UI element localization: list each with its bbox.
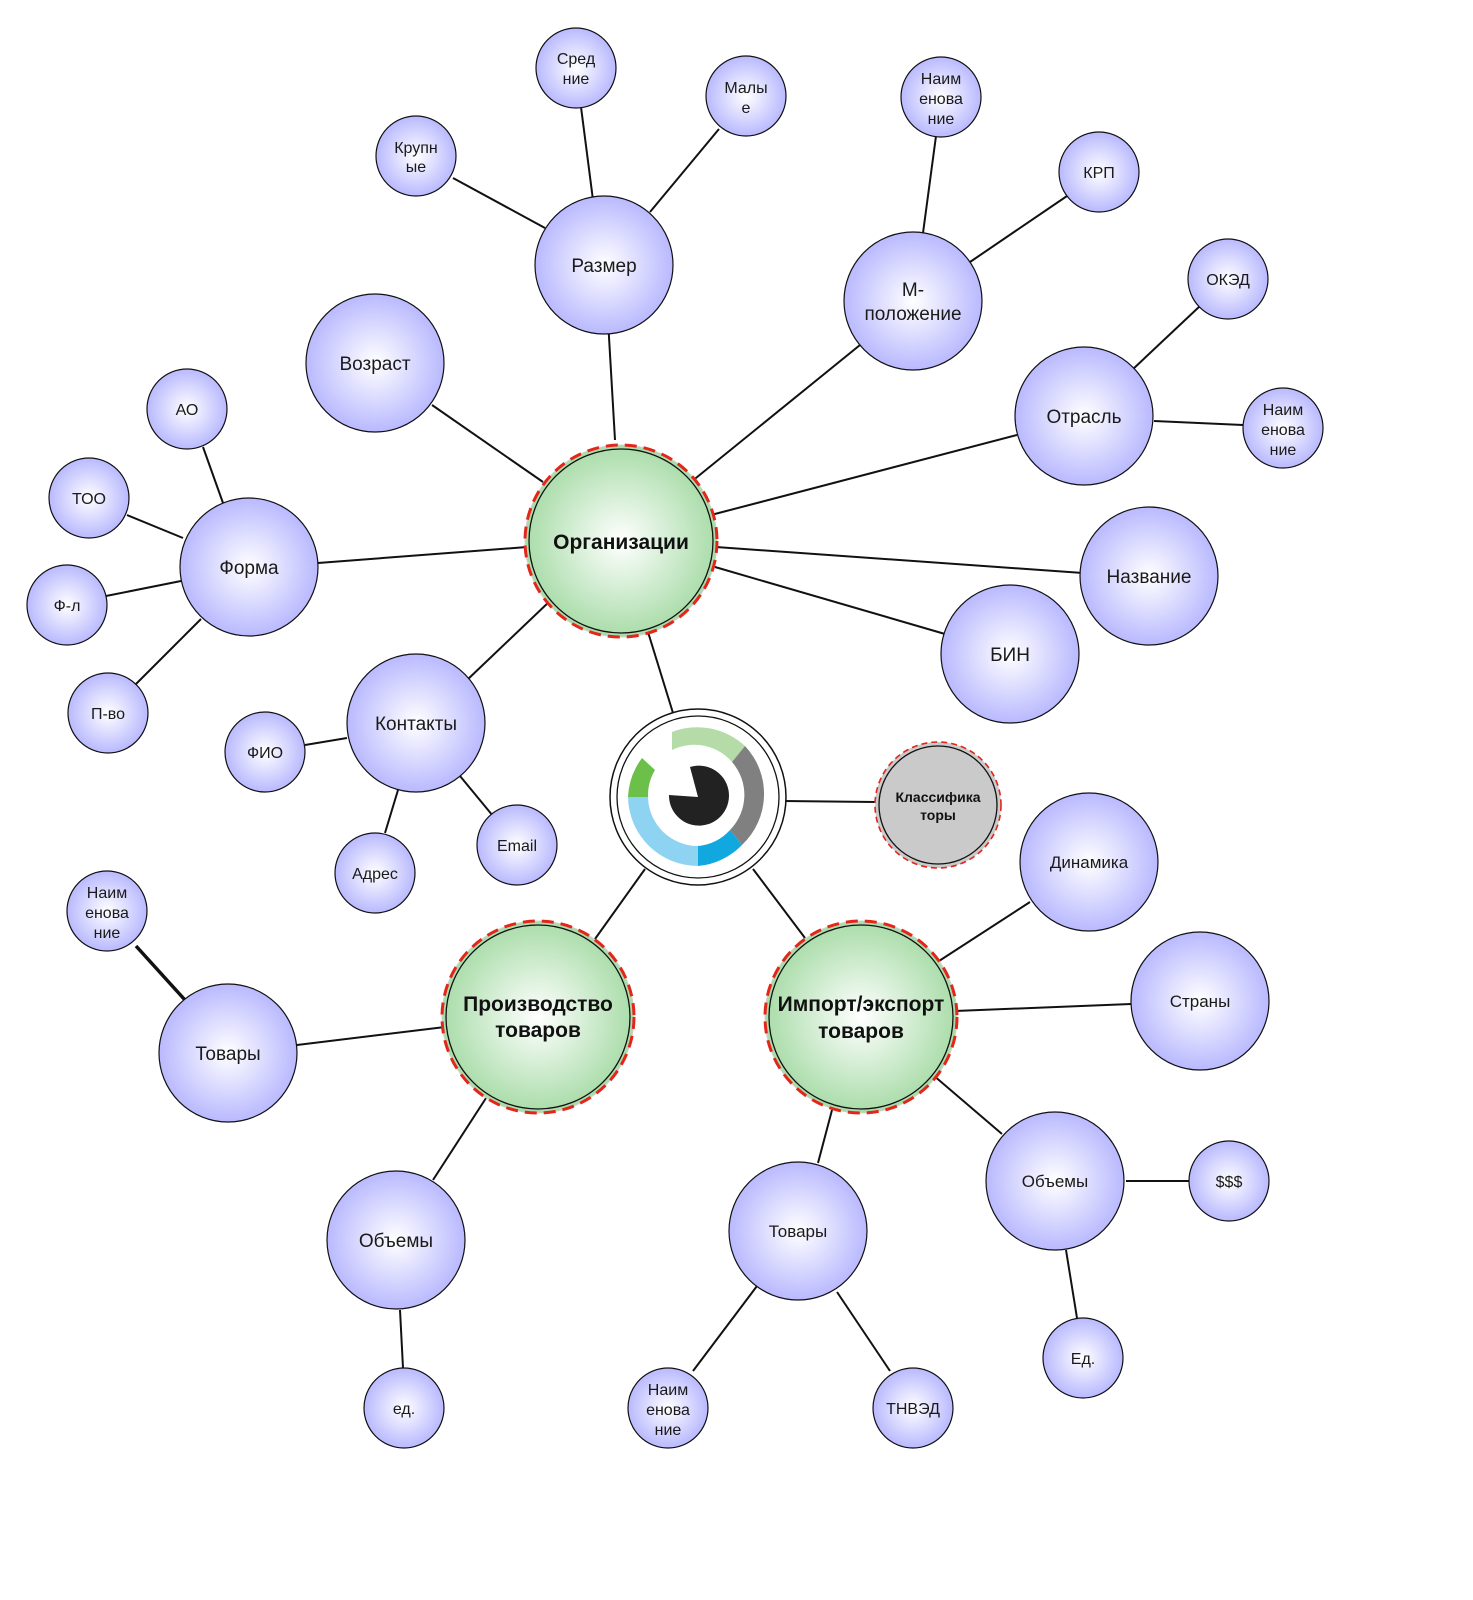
svg-text:Email: Email — [497, 838, 537, 855]
svg-text:Организации: Организации — [553, 531, 689, 554]
node-location[interactable]: М- положение — [843, 231, 983, 371]
node-trade-tnved[interactable]: ТНВЭД — [872, 1367, 954, 1449]
svg-text:ние: ние — [563, 71, 590, 88]
node-trade-dynamics[interactable]: Динамика — [1019, 792, 1159, 932]
svg-text:ние: ние — [1270, 442, 1297, 459]
node-contacts-fio[interactable]: ФИО — [224, 711, 306, 793]
hub-classifiers[interactable]: Классифика торы — [874, 741, 1002, 869]
svg-text:Классифика: Классифика — [895, 789, 980, 805]
svg-text:ые: ые — [406, 159, 427, 176]
svg-text:АО: АО — [176, 402, 199, 419]
node-trade-money[interactable]: $$$ — [1188, 1140, 1270, 1222]
svg-text:КРП: КРП — [1083, 165, 1115, 182]
svg-text:Крупн: Крупн — [394, 140, 438, 157]
svg-text:$$$: $$$ — [1216, 1174, 1243, 1191]
center-logo[interactable] — [609, 708, 787, 886]
hub-import-export[interactable]: Импорт/экспорт товаров — [763, 919, 959, 1115]
svg-text:енова: енова — [1261, 422, 1305, 439]
svg-text:ние: ние — [928, 111, 955, 128]
svg-text:ТНВЭД: ТНВЭД — [886, 1401, 940, 1418]
svg-text:Размер: Размер — [571, 256, 636, 277]
svg-text:ФИО: ФИО — [247, 745, 283, 762]
node-size[interactable]: Размер — [534, 195, 674, 335]
svg-text:Динамика: Динамика — [1050, 853, 1129, 872]
svg-text:енова: енова — [646, 1402, 690, 1419]
svg-text:ОКЭД: ОКЭД — [1206, 272, 1250, 289]
svg-text:товаров: товаров — [495, 1019, 581, 1042]
node-trade-units[interactable]: Ед. — [1042, 1317, 1124, 1399]
svg-text:Контакты: Контакты — [375, 714, 457, 735]
svg-text:Производство: Производство — [463, 993, 613, 1016]
svg-text:ние: ние — [655, 1422, 682, 1439]
svg-text:Ед.: Ед. — [1071, 1351, 1095, 1368]
node-age[interactable]: Возраст — [305, 293, 445, 433]
svg-text:Наим: Наим — [87, 885, 127, 902]
node-trade-countries[interactable]: Страны — [1130, 931, 1270, 1071]
svg-text:Малы: Малы — [724, 80, 767, 97]
svg-text:е: е — [742, 100, 751, 117]
hub-organizations[interactable]: Организации — [523, 443, 719, 639]
node-contacts-email[interactable]: Email — [476, 804, 558, 886]
svg-text:Ф-л: Ф-л — [54, 598, 81, 615]
svg-text:Товары: Товары — [195, 1044, 260, 1065]
svg-text:Товары: Товары — [769, 1222, 827, 1241]
node-production-volumes[interactable]: Объемы — [326, 1170, 466, 1310]
svg-text:БИН: БИН — [990, 645, 1030, 666]
svg-text:М-: М- — [902, 280, 924, 301]
svg-text:положение: положение — [864, 304, 961, 325]
svg-text:енова: енова — [919, 91, 963, 108]
svg-text:ние: ние — [94, 925, 121, 942]
svg-text:Название: Название — [1107, 567, 1192, 588]
svg-text:П-во: П-во — [91, 706, 125, 723]
node-contacts[interactable]: Контакты — [346, 653, 486, 793]
node-size-medium[interactable]: Сред ние — [535, 27, 617, 109]
hub-production[interactable]: Производство товаров — [440, 919, 636, 1115]
node-size-large[interactable]: Крупн ые — [375, 115, 457, 197]
node-production-goods[interactable]: Товары — [158, 983, 298, 1123]
svg-text:Возраст: Возраст — [339, 354, 410, 375]
node-form-ao[interactable]: АО — [146, 368, 228, 450]
svg-text:Наим: Наим — [648, 1382, 688, 1399]
node-form-too[interactable]: ТОО — [48, 457, 130, 539]
node-production-units[interactable]: ед. — [363, 1367, 445, 1449]
node-form-fl[interactable]: Ф-л — [26, 564, 108, 646]
logo-ring-icon — [628, 727, 765, 866]
node-industry-oked[interactable]: ОКЭД — [1187, 238, 1269, 320]
connectors — [105, 106, 1244, 1372]
node-contacts-address[interactable]: Адрес — [334, 832, 416, 914]
node-form[interactable]: Форма — [179, 497, 319, 637]
svg-text:Объемы: Объемы — [1022, 1172, 1088, 1191]
node-industry-name[interactable]: Наим енова ние — [1242, 387, 1324, 469]
svg-text:Отрасль: Отрасль — [1046, 407, 1121, 428]
svg-text:енова: енова — [85, 905, 129, 922]
node-form-pvo[interactable]: П-во — [67, 672, 149, 754]
node-trade-volumes[interactable]: Объемы — [985, 1111, 1125, 1251]
svg-text:Наим: Наим — [1263, 402, 1303, 419]
svg-text:Импорт/экспорт: Импорт/экспорт — [778, 993, 945, 1016]
svg-text:Сред: Сред — [557, 51, 596, 68]
svg-text:Адрес: Адрес — [352, 866, 398, 883]
node-trade-goods-name[interactable]: Наим енова ние — [627, 1367, 709, 1449]
node-size-small[interactable]: Малы е — [705, 55, 787, 137]
node-location-name[interactable]: Наим енова ние — [900, 56, 982, 138]
svg-text:Наим: Наим — [921, 71, 961, 88]
node-location-krp[interactable]: КРП — [1058, 131, 1140, 213]
svg-text:ед.: ед. — [393, 1401, 415, 1418]
svg-text:торы: торы — [920, 807, 956, 823]
node-production-goods-name[interactable]: Наим енова ние — [66, 870, 148, 952]
node-trade-goods[interactable]: Товары — [728, 1161, 868, 1301]
svg-text:Форма: Форма — [219, 558, 279, 579]
node-bin[interactable]: БИН — [940, 584, 1080, 724]
node-industry[interactable]: Отрасль — [1014, 346, 1154, 486]
svg-text:товаров: товаров — [818, 1020, 904, 1043]
svg-text:Страны: Страны — [1170, 992, 1231, 1011]
svg-text:ТОО: ТОО — [72, 491, 106, 508]
svg-text:Объемы: Объемы — [359, 1231, 433, 1252]
node-name[interactable]: Название — [1079, 506, 1219, 646]
